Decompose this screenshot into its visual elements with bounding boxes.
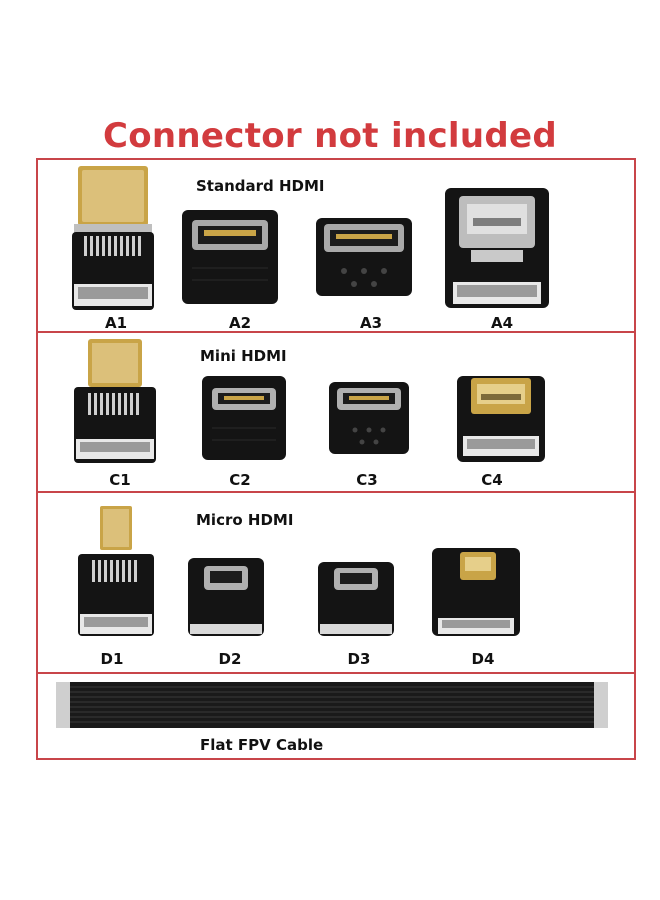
flat-fpv-cable-image bbox=[56, 680, 608, 730]
label-a3: A3 bbox=[359, 314, 383, 332]
label-a1: A1 bbox=[104, 314, 128, 332]
label-c3: C3 bbox=[356, 471, 378, 489]
label-c1: C1 bbox=[109, 471, 131, 489]
label-d4: D4 bbox=[471, 650, 495, 668]
mini-hdmi-title: Mini HDMI bbox=[200, 347, 287, 365]
connector-a1-image bbox=[68, 166, 158, 314]
connector-d1-image bbox=[76, 506, 156, 640]
connector-a2-image bbox=[180, 208, 280, 306]
connector-c3-image bbox=[327, 380, 411, 456]
label-c4: C4 bbox=[481, 471, 503, 489]
connector-a3-image bbox=[314, 216, 414, 298]
label-a2: A2 bbox=[228, 314, 252, 332]
connector-d3-image bbox=[316, 560, 396, 638]
label-a4: A4 bbox=[490, 314, 514, 332]
connector-a4-image bbox=[443, 186, 551, 310]
label-c2: C2 bbox=[229, 471, 251, 489]
connector-c2-image bbox=[200, 374, 288, 462]
label-d1: D1 bbox=[100, 650, 124, 668]
micro-hdmi-title: Micro HDMI bbox=[196, 511, 294, 529]
connector-c1-image bbox=[70, 339, 160, 467]
label-d2: D2 bbox=[218, 650, 242, 668]
label-d3: D3 bbox=[347, 650, 371, 668]
connector-d4-image bbox=[430, 546, 522, 638]
flat-cable-panel bbox=[36, 672, 636, 760]
flat-cable-title: Flat FPV Cable bbox=[200, 736, 324, 754]
connector-c4-image bbox=[455, 374, 547, 464]
connector-d2-image bbox=[186, 556, 266, 638]
standard-hdmi-title: Standard HDMI bbox=[196, 177, 325, 195]
headline: Connector not included bbox=[102, 116, 557, 156]
